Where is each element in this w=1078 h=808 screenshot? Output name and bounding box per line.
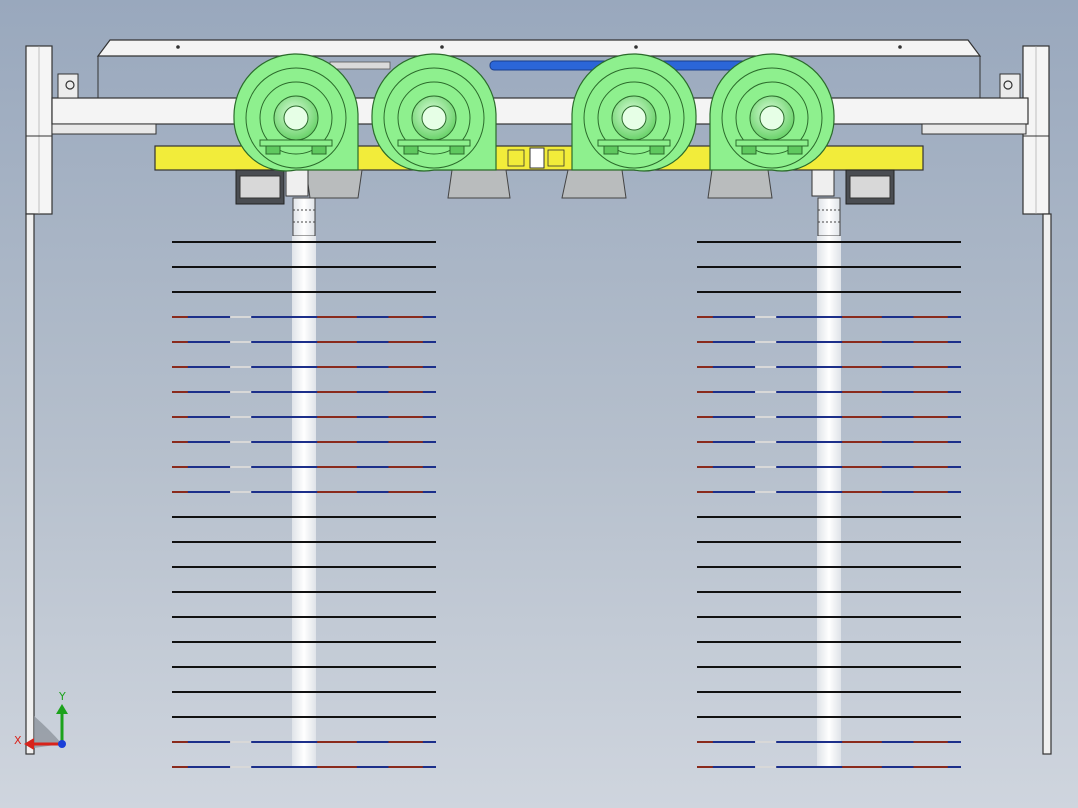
right-upright-post [1022,45,1052,755]
left-upright-post [25,45,53,755]
right-bracket [999,73,1021,99]
centrifugal-blower-icon [709,53,835,172]
right-slat-bank [697,241,961,768]
nozzles [305,169,773,199]
left-shaft [292,197,316,766]
centrifugal-blower-icon [571,53,697,172]
x-axis-label: X [14,734,22,747]
top-frame [51,39,1029,135]
left-bracket [57,73,79,99]
blower-fans [233,53,835,172]
y-axis-label: Y [58,690,66,703]
right-shaft [817,197,841,766]
centrifugal-blower-icon [371,53,497,172]
left-motor [235,169,309,205]
coordinate-triad-icon: Y X [14,690,68,750]
right-motor [811,169,895,205]
left-slat-bank [172,241,436,768]
centrifugal-blower-icon [233,53,359,172]
